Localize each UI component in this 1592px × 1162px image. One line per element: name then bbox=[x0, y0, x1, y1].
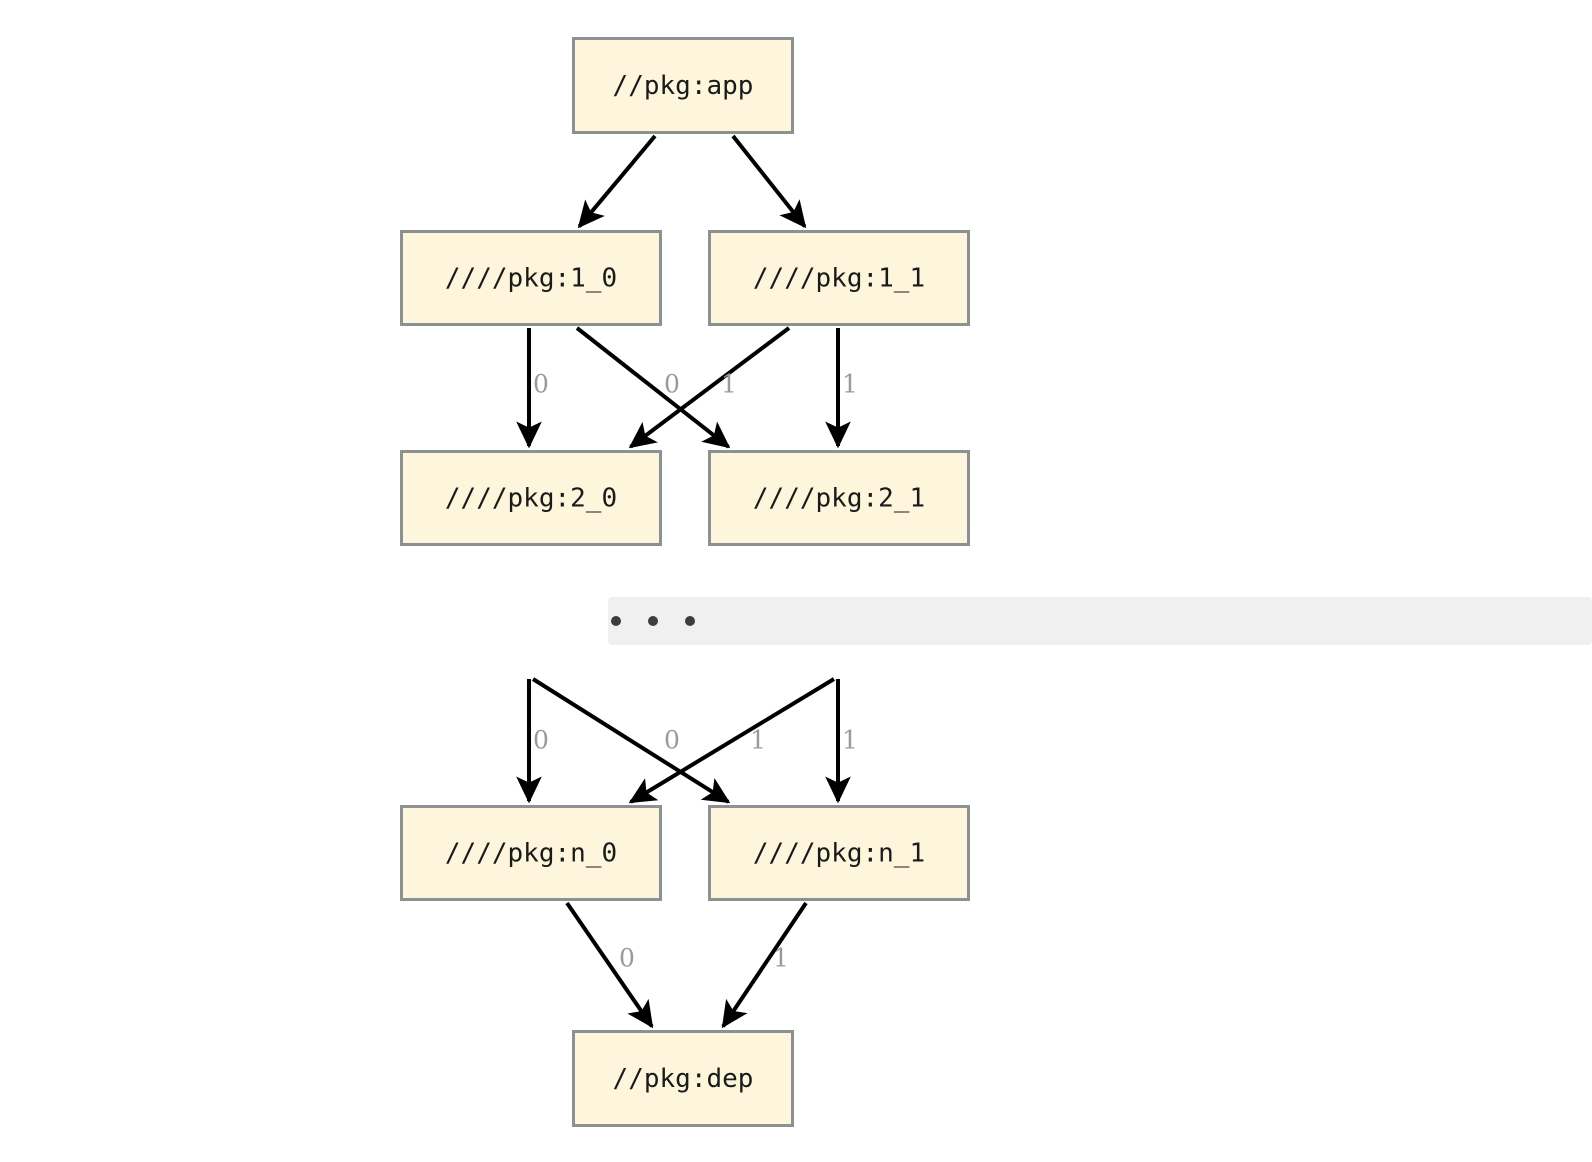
node-label: ////pkg:n_0 bbox=[445, 839, 617, 869]
edge-n-2-to-n_0: 1 bbox=[628, 677, 836, 804]
edge-line bbox=[731, 134, 807, 229]
edge-n_0-to-dep: 0 bbox=[565, 901, 654, 1029]
node-box[interactable] bbox=[572, 1030, 794, 1127]
ellipsis-dot-1 bbox=[648, 616, 658, 626]
node-box[interactable] bbox=[708, 805, 970, 901]
node-box[interactable] bbox=[572, 37, 794, 134]
truncation-band bbox=[608, 597, 1592, 645]
node-box[interactable] bbox=[400, 805, 662, 901]
edge-app-to-1_1 bbox=[731, 134, 807, 229]
node-label: //pkg:app bbox=[613, 71, 754, 101]
edge-label: 0 bbox=[664, 726, 680, 755]
edge-line bbox=[721, 901, 808, 1029]
edge-1_1-to-2_1: 1 bbox=[825, 328, 858, 449]
edge-app-to-1_0 bbox=[577, 134, 657, 229]
node-ln_1[interactable]: ////pkg:n_1 bbox=[708, 805, 970, 901]
node-l2_0[interactable]: ////pkg:2_0 bbox=[400, 450, 662, 546]
edge-1_1-to-2_0: 1 bbox=[628, 326, 791, 449]
node-label: ////pkg:2_1 bbox=[753, 484, 925, 514]
node-label: ////pkg:1_0 bbox=[445, 264, 617, 294]
edge-label: 1 bbox=[773, 944, 789, 973]
truncation-indicator bbox=[608, 597, 1592, 645]
node-box[interactable] bbox=[400, 450, 662, 546]
edge-label: 1 bbox=[750, 726, 766, 755]
edge-label: 0 bbox=[664, 370, 680, 399]
node-dep[interactable]: //pkg:dep bbox=[572, 1030, 794, 1127]
edge-line bbox=[628, 677, 836, 804]
edge-label: 0 bbox=[533, 726, 549, 755]
edge-label: 1 bbox=[721, 370, 737, 399]
node-ln_0[interactable]: ////pkg:n_0 bbox=[400, 805, 662, 901]
edge-label: 1 bbox=[842, 370, 858, 399]
node-box[interactable] bbox=[708, 450, 970, 546]
node-l1_1[interactable]: ////pkg:1_1 bbox=[708, 230, 970, 326]
edge-1_0-to-2_0: 0 bbox=[516, 328, 549, 449]
node-box[interactable] bbox=[400, 230, 662, 326]
edge-label: 1 bbox=[842, 726, 858, 755]
edge-label: 0 bbox=[533, 370, 549, 399]
edge-label: 0 bbox=[619, 944, 635, 973]
ellipsis-dot-2 bbox=[685, 616, 695, 626]
node-l1_0[interactable]: ////pkg:1_0 bbox=[400, 230, 662, 326]
edge-n-1-to-n_0: 0 bbox=[516, 679, 549, 804]
node-label: ////pkg:1_1 bbox=[753, 264, 925, 294]
nodes-layer: //pkg:app ////pkg:1_0 ////pkg:1_1 ////pkg:2… bbox=[400, 37, 970, 1127]
node-box[interactable] bbox=[708, 230, 970, 326]
edge-1_0-to-2_1: 0 bbox=[575, 326, 731, 449]
edges-layer: 0 0 1 1 0 0 1 1 0 1 bbox=[516, 134, 858, 1029]
ellipsis-dot-0 bbox=[611, 616, 621, 626]
node-label: //pkg:dep bbox=[613, 1064, 754, 1094]
node-label: ////pkg:2_0 bbox=[445, 484, 617, 514]
edge-n-2-to-n_1: 1 bbox=[825, 679, 858, 804]
node-label: ////pkg:n_1 bbox=[753, 839, 925, 869]
edge-line bbox=[531, 677, 731, 804]
edge-line bbox=[577, 134, 657, 229]
node-l2_1[interactable]: ////pkg:2_1 bbox=[708, 450, 970, 546]
edge-line bbox=[575, 326, 731, 449]
edge-line bbox=[628, 326, 791, 449]
node-app[interactable]: //pkg:app bbox=[572, 37, 794, 134]
edge-line bbox=[565, 901, 654, 1029]
edge-n_1-to-dep: 1 bbox=[721, 901, 808, 1029]
edge-n-1-to-n_1: 0 bbox=[531, 677, 731, 804]
